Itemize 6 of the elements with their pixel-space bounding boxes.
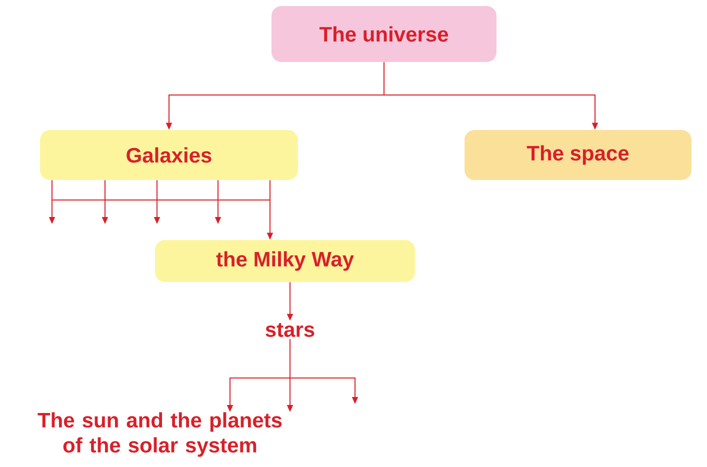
topic-box: the Milky Way	[155, 240, 415, 282]
topic-box: The universe	[272, 6, 496, 62]
label-text: stars	[266, 323, 314, 337]
topic-box: The space	[464, 130, 692, 180]
topic-box: Galaxies	[40, 130, 298, 180]
label-text: The sun and the planets of the solar system	[38, 412, 282, 457]
